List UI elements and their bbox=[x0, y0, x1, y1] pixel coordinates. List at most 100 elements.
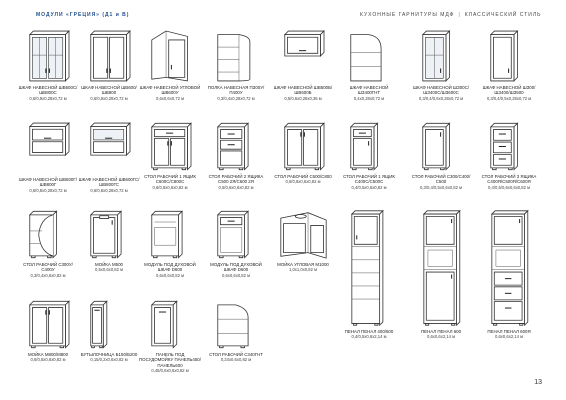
base3drawer-drawing bbox=[489, 122, 530, 171]
item-name: ШКАФ НАВЕСНОЙ ШВ600С/ШВ800С bbox=[18, 85, 78, 96]
item-name: ШКАФ НАВЕСНОЙ ШВ600ГС/ШВ800ГС bbox=[78, 177, 140, 188]
base2box-drawing bbox=[216, 122, 257, 171]
header-right-title: КУХОННЫЕ ГАРНИТУРЫ МДФ bbox=[360, 12, 455, 18]
wallfold-drawing bbox=[28, 122, 69, 174]
header-left-prefix: МОДУЛИ bbox=[36, 12, 64, 18]
wallcorner-drawing bbox=[150, 30, 191, 82]
item-name: ШКАФ НАВЕСНОЙ ШВ600/ШВ800 bbox=[81, 85, 137, 96]
item-name: ПЕНАЛ ПЕНАЛ 400/500 bbox=[344, 329, 394, 334]
header-right-style: КЛАССИЧЕСКИЙ СТИЛЬ bbox=[464, 12, 542, 18]
header-left: МОДУЛИ «ГРЕЦИЯ» (Д1 и В) bbox=[36, 12, 129, 18]
item-dimensions: 0,3/0,4/0,6x0,28x0,72 м bbox=[418, 95, 464, 101]
item-dimensions: 0,5/0,6x0,28x0,36 м bbox=[284, 95, 322, 101]
baseopen-drawing bbox=[28, 210, 69, 259]
item-dimensions: 0,6/0,8x0,28x0,72 м bbox=[29, 95, 67, 101]
header-separator: | bbox=[458, 12, 461, 18]
wall2-drawing bbox=[89, 30, 130, 82]
item-name: ПЕНАЛ ПЕНАЛ 600 bbox=[420, 329, 462, 334]
wallhorizontal-drawing bbox=[283, 30, 324, 82]
item-name: ШКАФ НАВЕСНОЙ ШВ500Б/ШВ600Б bbox=[273, 85, 333, 96]
sinkopen-drawing bbox=[89, 210, 130, 259]
base1drawer-drawing bbox=[349, 122, 390, 171]
item-dimensions: 0,45/0,6x0,6x0,82 м bbox=[151, 368, 189, 374]
sink2door-drawing bbox=[28, 300, 69, 349]
panel-drawing bbox=[150, 300, 191, 349]
tallovendrawer-drawing bbox=[490, 210, 528, 326]
ovenbox2-drawing bbox=[216, 210, 257, 259]
ovenbox-drawing bbox=[150, 210, 191, 259]
item-dimensions: 0,6/0,8x0,28x0,72 м bbox=[90, 187, 128, 193]
item-name: МОДУЛЬ ПОД ДУХОВОЙ ШКАФ D600 bbox=[144, 262, 196, 273]
bottle-drawing bbox=[89, 300, 130, 349]
item-dimensions: 0,15/0,2x0,6x0,82 м bbox=[90, 357, 128, 363]
item-dimensions: 0,6/0,8x0,28x0,72 м bbox=[90, 95, 128, 101]
item-name: ПАНЕЛЬ ПОД ПОСУДОМОЙКУ ПАНЕЛЬ450/ПАНЕЛЬ6… bbox=[139, 352, 201, 368]
item-name: СТОЛ РАБОЧИЙ 1 ЯЩИК С400С/С500С bbox=[343, 174, 395, 185]
talloven-drawing bbox=[422, 210, 460, 326]
item-dimensions: 0,3/0,4/0,5x0,6x0,82 м bbox=[420, 184, 462, 190]
wall2glass-drawing bbox=[28, 30, 69, 82]
base2door-drawing bbox=[283, 122, 324, 171]
item-name: ПЕНАЛ ПЕНАЛ 600Я bbox=[487, 329, 531, 334]
wallround-drawing bbox=[349, 30, 390, 82]
item-dimensions: 0,6x0,6x0,82 м bbox=[221, 272, 251, 278]
item-name: ШКАФ НАВЕСНОЙ УГЛОВОЙ ШВ600У bbox=[139, 85, 201, 96]
item-dimensions: 0,6x0,6x0,82 м bbox=[155, 272, 185, 278]
item-name: СТОЛ РАБОЧИЙ С300У/С400У bbox=[23, 262, 73, 273]
item-dimensions: 0,5x0,6x0,82 м bbox=[94, 267, 124, 273]
header-right: КУХОННЫЕ ГАРНИТУРЫ МДФ|КЛАССИЧЕСКИЙ СТИЛ… bbox=[360, 12, 541, 18]
item-name: МОЙКА М500 bbox=[95, 262, 123, 267]
shelf-drawing bbox=[216, 30, 257, 82]
page-number: 13 bbox=[534, 379, 542, 386]
item-name: МОЙКА М800/М800 bbox=[27, 352, 69, 357]
wall1-drawing bbox=[489, 30, 530, 82]
item-dimensions: 0,4/0,5/0,6x0,6x0,82 м bbox=[488, 184, 530, 190]
item-dimensions: 0,6x0,6x0,72 м bbox=[155, 95, 185, 101]
item-dimensions: 0,5/0,6x0,6x0,82 м bbox=[218, 184, 254, 190]
catalog-item: ПАНЕЛЬ ПОД ПОСУДОМОЙКУ ПАНЕЛЬ450/ПАНЕЛЬ6… bbox=[139, 300, 201, 373]
base1door-drawing bbox=[421, 122, 462, 171]
item-name: СТОЛ РАБОЧИЙ С600/С800 bbox=[274, 174, 332, 179]
item-dimensions: 0,6x0,6x2,14 м bbox=[426, 334, 456, 340]
item-name: МОДУЛЬ ПОД ДУХОВОЙ ШКАФ D600 bbox=[210, 262, 262, 273]
item-dimensions: 0,6/0,8x0,6x0,82 м bbox=[152, 184, 188, 190]
item-dimensions: 0,3/0,4/0,5x0,28x0,72 м bbox=[486, 95, 532, 101]
item-name: СТОЛ РАБОЧИЙ С300/С400/С500 bbox=[411, 174, 471, 185]
item-dimensions: 0,6x0,6x2,14 м bbox=[494, 334, 524, 340]
item-name: СТОЛ РАБОЧИЙ 3 ЯЩИКА С400Я/С500Я/С600Я bbox=[481, 174, 537, 185]
baseround-drawing bbox=[216, 300, 257, 349]
item-dimensions: 0,6/0,8x0,28x0,72 м bbox=[29, 187, 67, 193]
item-dimensions: 0,4/0,5x0,6x2,14 м bbox=[351, 334, 387, 340]
item-name: СТОЛ РАБОЧИЙ С340ГНТ bbox=[209, 352, 263, 357]
item-name: СТОЛ РАБОЧИЙ 1 ЯЩИК С600С/С800С bbox=[144, 174, 196, 185]
item-dimensions: 0,6/0,8x0,6x0,82 м bbox=[30, 357, 66, 363]
item-name: ПОЛКА НАВЕСНАЯ ПЗ00У/П400У bbox=[207, 85, 265, 96]
item-name: ШКАФ НАВЕСНОЙ ШВ600Г/ШВ800Г bbox=[19, 177, 77, 188]
item-dimensions: 0,6/0,8x0,6x0,82 м bbox=[285, 179, 321, 185]
sinkcorner-drawing bbox=[279, 210, 328, 259]
